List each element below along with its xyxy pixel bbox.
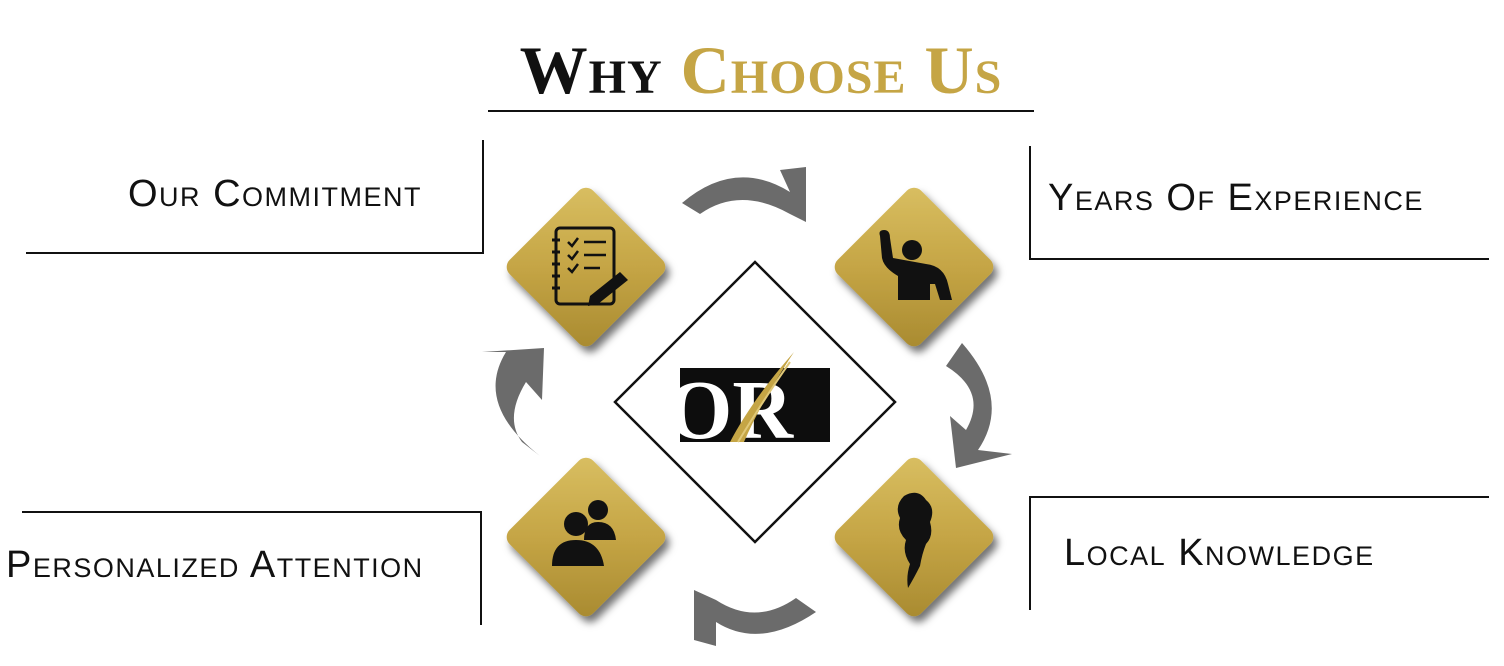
- divider-local-knowledge: [1029, 496, 1489, 498]
- divider-our-commitment: [26, 252, 484, 254]
- divider-personalized-attention: [22, 511, 482, 513]
- divider-our-commitment-vertical: [482, 140, 484, 254]
- label-personalized-attention: Personalized Attention: [6, 544, 424, 586]
- divider-years-vertical: [1029, 146, 1031, 260]
- users-icon: [552, 500, 616, 566]
- arrow-top: [682, 167, 806, 222]
- logo: OR: [667, 352, 830, 457]
- divider-years: [1029, 258, 1489, 260]
- title-underline: [488, 110, 1034, 112]
- arrow-left: [482, 348, 544, 456]
- person-raising-hand-icon: [879, 230, 952, 300]
- divider-personalized-attention-vertical: [480, 511, 482, 625]
- map-region-icon: [897, 492, 933, 588]
- checklist-icon: [552, 226, 628, 306]
- label-years-of-experience: Years Of Experience: [1048, 177, 1424, 219]
- page-title: Why Choose Us: [488, 30, 1034, 110]
- divider-local-knowledge-vertical: [1029, 496, 1031, 610]
- title-word-why: Why: [519, 32, 663, 108]
- arrow-right: [946, 343, 1012, 468]
- arrow-bottom: [694, 590, 816, 646]
- label-local-knowledge: Local Knowledge: [1064, 532, 1375, 574]
- label-our-commitment: Our Commitment: [128, 173, 423, 215]
- title-words-choose-us: Choose Us: [680, 32, 1003, 108]
